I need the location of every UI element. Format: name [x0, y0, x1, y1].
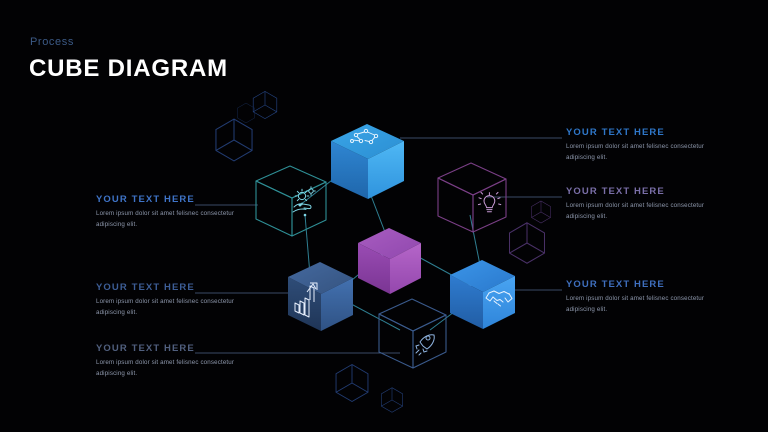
callout-body: Lorem ipsum dolor sit amet felisnec cons…: [566, 295, 705, 313]
callout-left-3[interactable]: YOUR TEXT HERE Lorem ipsum dolor sit ame…: [96, 343, 246, 380]
callout-right-2[interactable]: YOUR TEXT HERE Lorem ipsum dolor sit ame…: [566, 186, 716, 223]
cube-bottom-left[interactable]: [288, 262, 353, 331]
cube-bottom[interactable]: [378, 298, 447, 369]
gear-hand-icon: [292, 186, 316, 213]
deco-hex-icon-6: [381, 387, 403, 413]
lightbulb-icon: [477, 191, 502, 213]
deco-hex-icon-4: [509, 222, 545, 264]
callout-body: Lorem ipsum dolor sit amet felisnec cons…: [566, 202, 705, 220]
handshake-icon: [485, 290, 513, 307]
callout-body: Lorem ipsum dolor sit amet felisnec cons…: [96, 359, 235, 377]
deco-hex-icon-3: [531, 200, 551, 224]
deco-hex-icon-5: [335, 363, 369, 403]
deco-hex-icon-2b: [215, 118, 253, 162]
rocket-icon: [415, 334, 435, 356]
deco-hex-icon-7: [237, 102, 255, 124]
cube-center[interactable]: [358, 228, 421, 294]
callout-left-1[interactable]: YOUR TEXT HERE Lorem ipsum dolor sit ame…: [96, 194, 246, 231]
cube-left[interactable]: [255, 163, 327, 237]
cube-bottom-right[interactable]: [450, 260, 515, 329]
callout-title: YOUR TEXT HERE: [566, 279, 665, 290]
callout-body: Lorem ipsum dolor sit amet felisnec cons…: [96, 298, 235, 316]
callout-right-3[interactable]: YOUR TEXT HERE Lorem ipsum dolor sit ame…: [566, 279, 716, 316]
callout-title: YOUR TEXT HERE: [566, 186, 665, 197]
decoration-layer: [215, 90, 551, 413]
callout-left-2[interactable]: YOUR TEXT HERE Lorem ipsum dolor sit ame…: [96, 282, 246, 319]
cube-right[interactable]: [437, 162, 507, 233]
page-title: CUBE DIAGRAM: [29, 55, 228, 82]
network-icon: [350, 128, 379, 145]
callout-title: YOUR TEXT HERE: [96, 194, 195, 205]
callout-body: Lorem ipsum dolor sit amet felisnec cons…: [566, 143, 705, 161]
eyebrow-label: Process: [30, 36, 74, 48]
callout-right-1[interactable]: YOUR TEXT HERE Lorem ipsum dolor sit ame…: [566, 127, 716, 164]
cube-top[interactable]: [331, 124, 404, 199]
growth-icon: [294, 282, 318, 318]
callout-title: YOUR TEXT HERE: [566, 127, 665, 138]
callout-body: Lorem ipsum dolor sit amet felisnec cons…: [96, 210, 235, 228]
callout-title: YOUR TEXT HERE: [96, 282, 195, 293]
callout-title: YOUR TEXT HERE: [96, 343, 195, 354]
deco-hex-icon-1: [252, 90, 278, 120]
